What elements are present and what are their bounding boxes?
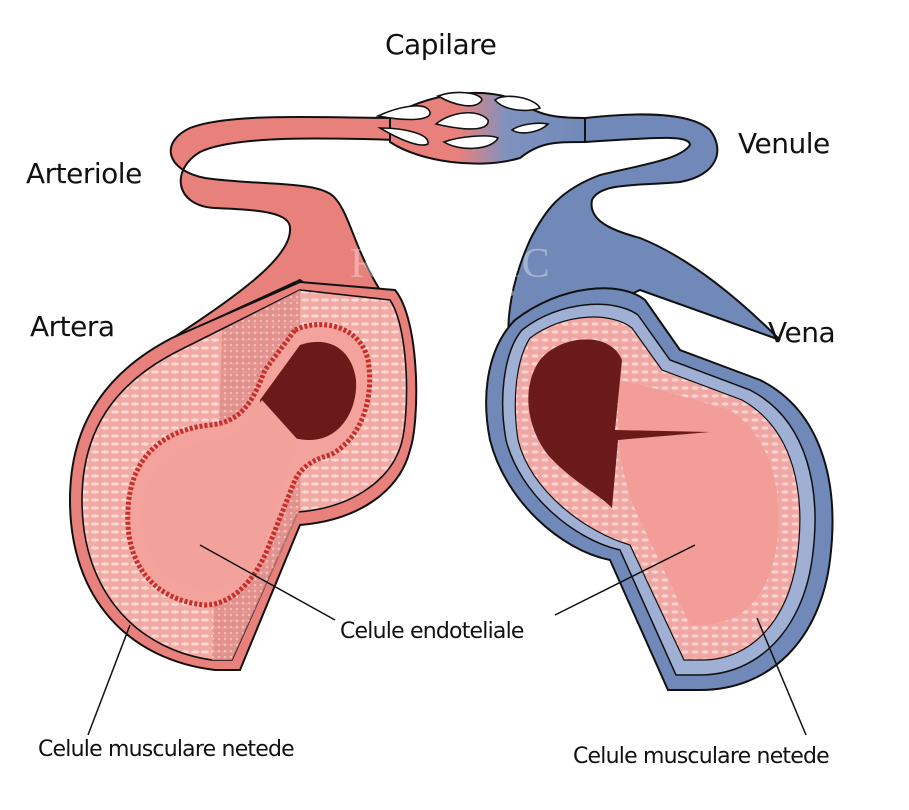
vein-lumen-floor bbox=[618, 380, 779, 625]
watermark-url: www.romedic.ro bbox=[400, 286, 516, 299]
leader-artery-muscle bbox=[87, 624, 131, 736]
label-artera: Artera bbox=[30, 310, 115, 343]
leader-vein-muscle bbox=[756, 617, 807, 736]
watermark-brand: ROMEDIC bbox=[350, 241, 551, 287]
label-arteriole: Arteriole bbox=[26, 157, 142, 190]
artery-lumen-floor bbox=[141, 400, 298, 590]
label-venule: Venule bbox=[738, 127, 830, 160]
label-capilare: Capilare bbox=[385, 28, 497, 61]
label-smooth-muscle-left: Celule musculare netede bbox=[38, 737, 295, 762]
capillary-bed bbox=[389, 91, 586, 165]
label-smooth-muscle-right: Celule musculare netede bbox=[573, 744, 830, 769]
label-vena: Vena bbox=[768, 316, 836, 349]
leader-vein-endothelial bbox=[554, 544, 696, 616]
capillary-gaps bbox=[375, 91, 550, 150]
artery-cross-section bbox=[68, 280, 418, 671]
artery-lumen bbox=[260, 341, 357, 440]
label-endothelial-cells: Celule endoteliale bbox=[340, 619, 524, 644]
leader-lines bbox=[87, 544, 807, 736]
leader-artery-endothelial bbox=[199, 544, 336, 621]
vein-cross-section bbox=[485, 287, 834, 691]
vein-lumen bbox=[528, 339, 710, 508]
